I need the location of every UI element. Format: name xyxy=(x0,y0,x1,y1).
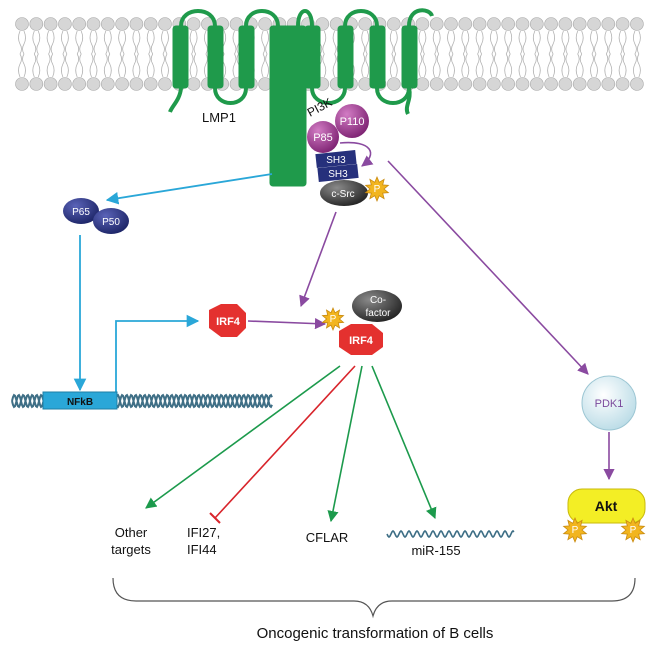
other-targets-label-2: targets xyxy=(111,542,151,557)
svg-text:Co-: Co- xyxy=(370,295,386,306)
lmp1-to-nfkb-arrow xyxy=(105,173,273,205)
cflar-label: CFLAR xyxy=(306,530,349,545)
p110-subunit: P110 xyxy=(335,104,369,138)
p50-subunit: P50 xyxy=(93,208,129,234)
nfkb-binding-site: NFkB xyxy=(42,391,118,410)
cell-membrane xyxy=(15,17,644,91)
svg-text:P110: P110 xyxy=(340,116,365,128)
sh3-domain-bottom: SH3 xyxy=(317,163,359,183)
lmp1-protein xyxy=(168,8,434,187)
pi3k-label: PI3K xyxy=(305,95,335,120)
csrc-to-irf4-arrow xyxy=(299,211,337,308)
ifi-label-1: IFI27, xyxy=(187,525,220,540)
akt-protein: Akt xyxy=(567,488,646,524)
sh3-domain-top: SH3 xyxy=(315,149,357,169)
irf4-to-cflar-arrow xyxy=(327,365,363,523)
svg-text:P: P xyxy=(330,314,337,325)
svg-text:IRF4: IRF4 xyxy=(216,316,241,328)
pi3k-to-pdk1-arrow xyxy=(387,160,589,375)
svg-text:factor: factor xyxy=(365,308,391,319)
summary-bracket xyxy=(112,577,636,619)
ifi-label-2: IFI44 xyxy=(187,542,217,557)
svg-text:P50: P50 xyxy=(102,217,120,228)
svg-text:P65: P65 xyxy=(72,207,90,218)
p85-subunit: P85 xyxy=(307,121,339,153)
irf4-phospho-star: P xyxy=(321,306,345,332)
svg-text:Akt: Akt xyxy=(595,498,618,514)
irf4-active-protein: IRF4 xyxy=(339,324,383,355)
svg-text:P: P xyxy=(572,525,579,536)
svg-text:P: P xyxy=(630,525,637,536)
irf4-to-mir155-arrow xyxy=(371,365,437,520)
lmp1-label: LMP1 xyxy=(202,110,236,125)
irf4-inhibits-ifi-line xyxy=(209,365,356,524)
pdk1-protein: PDK1 xyxy=(581,375,637,431)
c-src-kinase: c-Src xyxy=(320,180,368,206)
nfkb-to-irf4-arrow xyxy=(115,314,200,392)
c-src-phospho-star: P xyxy=(364,175,390,203)
summary-label: Oncogenic transformation of B cells xyxy=(257,625,494,642)
mir155-rna xyxy=(386,529,515,539)
svg-text:P85: P85 xyxy=(313,132,333,144)
cofactor: Co- factor xyxy=(352,290,402,322)
akt-phospho-star-right: P xyxy=(620,516,646,544)
svg-text:P: P xyxy=(374,184,381,195)
irf4-phosphorylation-arrow xyxy=(247,318,327,330)
svg-text:PDK1: PDK1 xyxy=(595,398,624,410)
other-targets-label-1: Other xyxy=(115,525,148,540)
pi3k-activation-arrow xyxy=(339,141,374,167)
irf4-protein: IRF4 xyxy=(209,304,246,337)
p65-subunit: P65 xyxy=(63,198,99,224)
svg-text:SH3: SH3 xyxy=(328,169,348,180)
akt-phospho-star-left: P xyxy=(562,516,588,544)
svg-text:IRF4: IRF4 xyxy=(349,335,374,347)
svg-text:SH3: SH3 xyxy=(326,155,346,166)
svg-text:NFkB: NFkB xyxy=(67,397,93,408)
mir155-label: miR-155 xyxy=(411,543,460,558)
irf4-to-other-targets-arrow xyxy=(145,365,341,509)
svg-text:c-Src: c-Src xyxy=(331,189,354,200)
